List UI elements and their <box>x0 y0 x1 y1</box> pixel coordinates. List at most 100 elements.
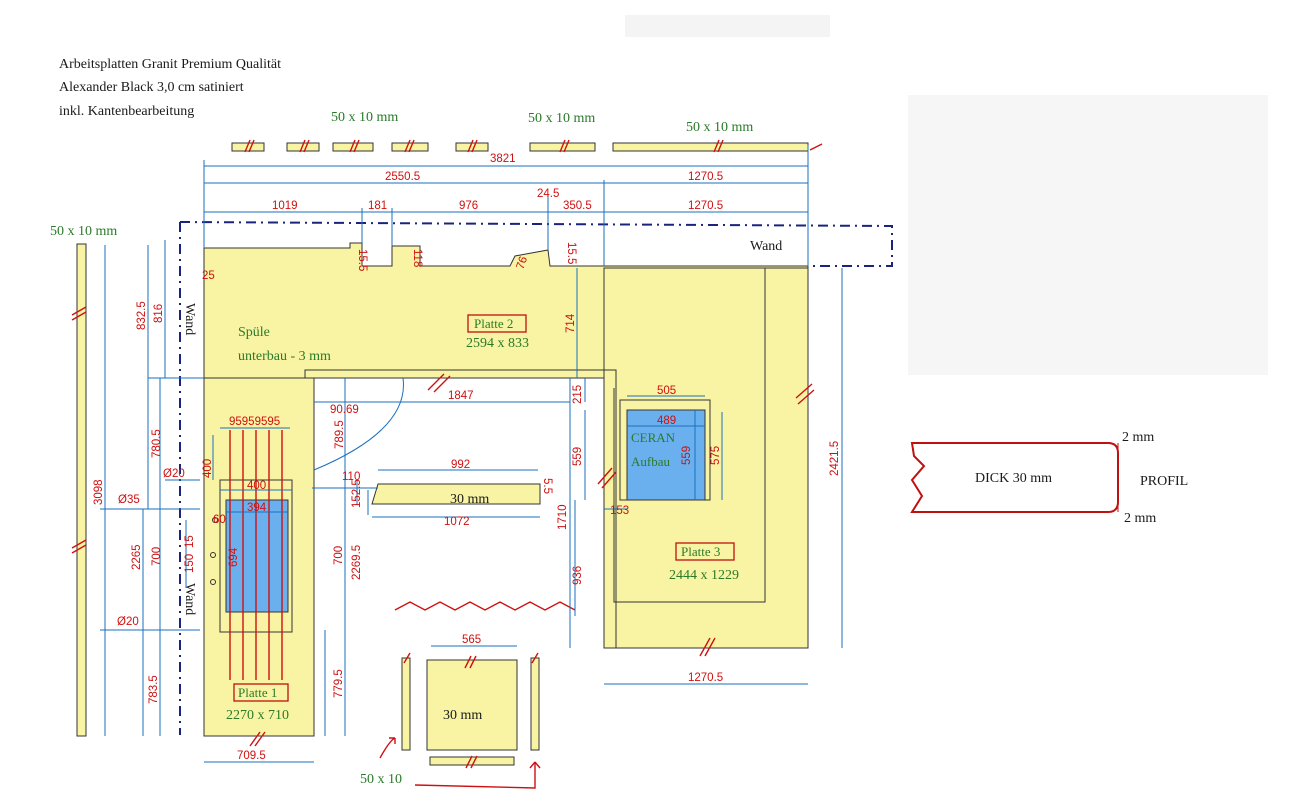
dim-15-c: 15 <box>184 535 196 548</box>
dim-565: 565 <box>462 634 481 646</box>
faded-block <box>908 95 1268 375</box>
square-panel <box>426 659 518 751</box>
dimension-lines <box>100 145 843 763</box>
dim-992: 992 <box>451 459 470 471</box>
cooktop-glass <box>626 409 706 501</box>
dim-559-a: 559 <box>681 446 693 465</box>
dim-505: 505 <box>657 385 676 397</box>
dim-394: 394 <box>247 502 267 514</box>
dim-110: 110 <box>342 471 360 483</box>
dim-153: 153 <box>610 505 629 517</box>
dim-816: 816 <box>153 304 165 323</box>
header-line-3: inkl. Kantenbearbeitung <box>59 104 194 119</box>
dim-350-5: 350.5 <box>563 200 592 212</box>
dim-d20-a: Ø20 <box>163 468 185 480</box>
dim-489: 489 <box>657 415 676 427</box>
dim-1270-5-a: 1270.5 <box>688 171 723 183</box>
edge-strip-left <box>76 243 87 737</box>
dimension-labels: 3821 2550.5 1270.5 1019 181 976 24.5 350… <box>93 153 841 762</box>
strip-label-top-c: 50 x 10 mm <box>686 120 753 135</box>
dim-5-5: 5.5 <box>541 478 553 494</box>
header-line-2: Alexander Black 3,0 cm satiniert <box>59 80 244 95</box>
dim-215: 215 <box>572 385 584 404</box>
dim-1270-5-c: 1270.5 <box>688 672 723 684</box>
dim-559-b: 559 <box>572 447 584 466</box>
dim-15-5-b: 15.5 <box>565 242 577 264</box>
sink-line-2: unterbau - 3 mm <box>238 349 331 364</box>
dim-60: 60 <box>213 514 226 526</box>
strip-label-left: 50 x 10 mm <box>50 224 117 239</box>
dim-d35: Ø35 <box>118 494 140 506</box>
profile-bottom: 2 mm <box>1124 511 1156 526</box>
plate-1-label: Platte 1 <box>238 685 277 700</box>
profile-label: DICK 30 mm <box>975 471 1052 486</box>
dim-2269-5: 2269.5 <box>351 545 363 580</box>
wall-label-left-upper: Wand <box>182 303 197 335</box>
dim-1270-5-b: 1270.5 <box>688 200 723 212</box>
dim-2421-5: 2421.5 <box>829 441 841 476</box>
dim-400-a: 400 <box>202 459 214 478</box>
break-line <box>394 601 576 611</box>
cooktop-line-1: CERAN <box>631 430 676 445</box>
shelf-panel <box>371 483 541 505</box>
dim-832-5: 832.5 <box>136 301 148 330</box>
cooktop-line-2: Aufbau <box>631 454 670 469</box>
dim-575: 575 <box>710 446 722 465</box>
strip-label-top-a: 50 x 10 mm <box>331 110 398 125</box>
dim-976: 976 <box>459 200 478 212</box>
header-line-1: Arbeitsplatten Granit Premium Qualität <box>59 57 281 72</box>
profile-top: 2 mm <box>1122 430 1154 445</box>
dim-152-5: 152.5 <box>351 479 363 508</box>
dim-1019: 1019 <box>272 200 298 212</box>
dim-700-b: 700 <box>333 546 345 565</box>
dim-1710: 1710 <box>557 504 569 530</box>
strip-label-bottom: 50 x 10 <box>360 772 402 787</box>
dim-118: 118 <box>411 249 423 267</box>
small-strip-right <box>530 657 540 751</box>
dim-24-5: 24.5 <box>537 188 559 200</box>
dim-1072: 1072 <box>444 516 470 528</box>
wall-label-left-lower: Wand <box>182 583 197 615</box>
wall-outline-top <box>179 221 893 267</box>
plate-3 <box>603 267 809 649</box>
faded-block <box>625 15 830 37</box>
edge-profile: DICK 30 mm PROFIL 2 mm 2 mm <box>910 430 1188 526</box>
drain-grooves <box>229 430 283 680</box>
small-strip-bottom <box>429 756 515 766</box>
profile-title: PROFIL <box>1140 474 1188 489</box>
dim-15-5-a: 15.5 <box>356 249 368 271</box>
dim-2550-5: 2550.5 <box>385 171 420 183</box>
dim-936: 936 <box>572 566 584 585</box>
dim-181: 181 <box>368 200 387 212</box>
dim-3098: 3098 <box>93 479 105 505</box>
dim-780-5: 780.5 <box>151 429 163 458</box>
edge-strips-top <box>231 139 823 153</box>
dim-90-69: 90.69 <box>330 404 359 416</box>
plate-1-size: 2270 x 710 <box>226 708 289 723</box>
dim-d20-b: Ø20 <box>117 616 139 628</box>
dim-700-a: 700 <box>151 547 163 566</box>
dim-76: 76 <box>515 255 531 271</box>
dim-1847: 1847 <box>448 390 474 402</box>
dim-400-b: 400 <box>247 480 266 492</box>
dim-709-5: 709.5 <box>237 750 266 762</box>
dim-150: 150 <box>184 554 196 573</box>
small-strip-left <box>401 657 411 751</box>
dim-694: 694 <box>228 547 240 567</box>
shelf-thickness: 30 mm <box>450 492 489 507</box>
dim-783-5: 783.5 <box>148 675 160 704</box>
sink-line-1: Spüle <box>238 325 270 340</box>
plate-2-size: 2594 x 833 <box>466 336 529 351</box>
dim-3821: 3821 <box>490 153 516 165</box>
wall-label-top: Wand <box>750 239 782 254</box>
dim-25: 25 <box>202 270 215 282</box>
dim-2265: 2265 <box>131 544 143 570</box>
strip-label-top-b: 50 x 10 mm <box>528 111 595 126</box>
sink-basin <box>225 499 289 613</box>
plate-2-label: Platte 2 <box>474 316 513 331</box>
dim-789-5: 789.5 <box>334 420 346 449</box>
dim-779-5: 779.5 <box>333 669 345 698</box>
dim-95-group: 95959595 <box>229 416 280 428</box>
